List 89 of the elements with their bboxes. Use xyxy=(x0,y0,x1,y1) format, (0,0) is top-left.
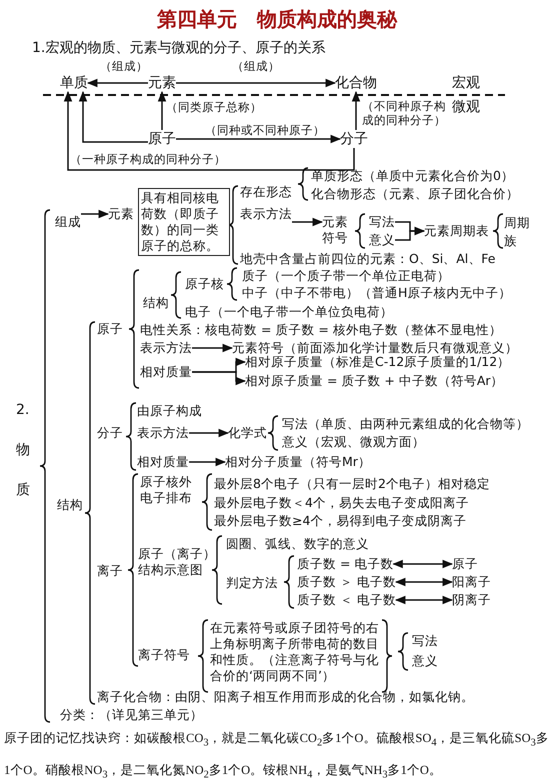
title: 第四单元 物质构成的奥秘 xyxy=(156,6,398,33)
branch-text: 存在形态 xyxy=(240,184,292,200)
note-text: 质子（一个质子带一个单位正电荷） xyxy=(242,268,450,284)
note-text: 在元素符号或原子团符号的右上角标明离子所带电荷的数目和性质。（注意离子符号与化合价的‘两同两不同’） xyxy=(210,620,380,684)
note-text: 电性关系：核电荷数 = 质子数 = 核外电子数（整体不显电性） xyxy=(140,322,502,338)
edge-label: （组成） xyxy=(100,59,148,73)
note-text: 最外层电子数≥4个，易得到电子变成阴离子 xyxy=(214,513,466,529)
arrow xyxy=(394,596,454,604)
equation-text: 质子数 ＜ 电子数 xyxy=(297,592,396,608)
arrow xyxy=(176,134,342,144)
level-text: 宏观 xyxy=(452,74,480,92)
branch-text: 判定方法 xyxy=(226,575,278,591)
arrow xyxy=(78,90,148,143)
note-text: 最外层8个电子（只有一层时2个电子）相对稳定 xyxy=(214,476,490,492)
concept-text: 元素周期表 xyxy=(424,223,489,239)
branch-text: 分类：（详见第三单元） xyxy=(60,707,203,723)
branch-text: 族 xyxy=(504,233,517,249)
concept-text: 单质 xyxy=(60,74,88,92)
branch-text: 相对质量 xyxy=(137,454,189,470)
note-text: 化合物形态（元素、原子团化合价） xyxy=(311,186,519,202)
concept-text: 阳离子 xyxy=(452,574,491,590)
equation-text: 质子数 = 电子数 xyxy=(297,556,394,572)
branch-text: 离子符号 xyxy=(138,647,190,663)
note-text: 离子化合物：由阴、阳离子相互作用而形成的化合物，如氯化钠。 xyxy=(97,689,474,705)
branch-text: 表示方法 xyxy=(240,206,292,222)
concept-text: 元素 xyxy=(148,74,176,92)
note-text: 元素符号（前面添加化学计量数后只有微观意义） xyxy=(232,340,518,356)
section-heading: 1.宏观的物质、元素与微观的分子、原子的关系 xyxy=(32,39,326,57)
concept-text: 化合物 xyxy=(335,74,377,92)
edge-label: （不同种原子构成的同种分子） xyxy=(362,99,447,127)
note-text: 地壳中含量占前四位的元素：O、Si、Al、Fe xyxy=(240,251,496,267)
arrow xyxy=(176,78,336,88)
arrow xyxy=(192,344,234,352)
concept-text: 元素 xyxy=(108,206,134,222)
edge-label: （同种或不同种原子） xyxy=(205,123,325,137)
edge-label: （一种原子构成的同种分子） xyxy=(70,152,226,166)
note-text: 相对原子质量（标准是C-12原子质量的1/12） xyxy=(245,354,510,370)
branch-text: 意义 xyxy=(369,232,395,248)
branch-text: 结构 xyxy=(143,295,169,311)
arrow xyxy=(192,371,246,386)
branch-text: 组成 xyxy=(55,214,81,230)
branch-text: 表示方法 xyxy=(140,340,192,356)
branch-text: 原子核外电子排布 xyxy=(140,474,193,506)
concept-text: 原子 xyxy=(148,130,176,148)
arrow xyxy=(392,560,454,568)
edge-label: （组成） xyxy=(232,59,280,73)
footnote-text: 原子团的记忆找诀窍：如碳酸根CO$_{3}$，就是二氧化碳CO$_{2}$多1个O。硫酸根SO$_{4}$，是三氧化硫SO$_{3}$多1个O。硝酸根NO$_{3}$，是二氧化氮NO$_{2}$多1个O。铵根NH$_{4}$，是氨气NH$_{3}$多1个O。 xyxy=(4,730,550,782)
arrow xyxy=(394,578,454,586)
concept-text: 元素符号 xyxy=(322,214,350,246)
branch-text: 原子（离子）结构示意图 xyxy=(138,546,216,578)
note-text: 意义（宏观、微观方面） xyxy=(282,434,425,450)
arrow xyxy=(352,90,360,130)
branch-text: 意义 xyxy=(412,653,438,669)
note-text: 最外层电子数＜4个，易失去电子变成阳离子 xyxy=(214,495,469,511)
arrow xyxy=(189,428,230,438)
branch-text: 原子 xyxy=(97,321,123,337)
branch-text: 相对质量 xyxy=(140,364,192,380)
note-text: 电子（一个电子带一个单位负电荷） xyxy=(185,304,393,320)
level-text: 微观 xyxy=(452,98,480,116)
concept-text: 阴离子 xyxy=(452,592,491,608)
concept-text: 化学式 xyxy=(228,425,267,441)
branch-text: 写法 xyxy=(412,633,438,649)
arrow xyxy=(189,458,226,466)
branch-text: 原子核 xyxy=(185,276,224,292)
equation-text: 质子数 ＞ 电子数 xyxy=(297,574,396,590)
edge-label: （同类原子总称） xyxy=(166,100,262,114)
branch-text: 周期 xyxy=(504,215,530,231)
note-text: 写法（单质、由两种元素组成的化合物等） xyxy=(282,416,529,432)
note-text: 相对原子质量 = 质子数 + 中子数（符号Ar） xyxy=(245,373,504,389)
branch-text: 写法 xyxy=(369,214,395,230)
note-text: 单质形态（单质中元素化合价为0） xyxy=(311,168,514,184)
branch-text: 由原子构成 xyxy=(137,403,202,419)
definition-box: 具有相同核电荷数（即质子数）的同一类原子的总称。 xyxy=(138,188,230,256)
note-text: 中子（中子不带电）（普通H原子核内无中子） xyxy=(242,285,512,301)
branch-text: 结构 xyxy=(57,497,83,513)
branch-text: 离子 xyxy=(97,563,123,579)
branch-text: 分子 xyxy=(97,425,123,441)
note-text: 圆圈、弧线、数字的意义 xyxy=(226,536,369,552)
arrow xyxy=(158,90,166,130)
section-heading: 2.物质 xyxy=(16,401,31,500)
arrow xyxy=(86,78,148,88)
note-text: 相对分子质量（符号Mr） xyxy=(225,454,371,470)
arrow xyxy=(395,226,426,241)
concept-text: 原子 xyxy=(452,556,478,572)
arrow xyxy=(81,210,110,218)
arrow xyxy=(292,218,324,226)
concept-text: 分子 xyxy=(340,130,368,148)
arrow xyxy=(64,90,355,171)
branch-text: 表示方法 xyxy=(137,425,189,441)
